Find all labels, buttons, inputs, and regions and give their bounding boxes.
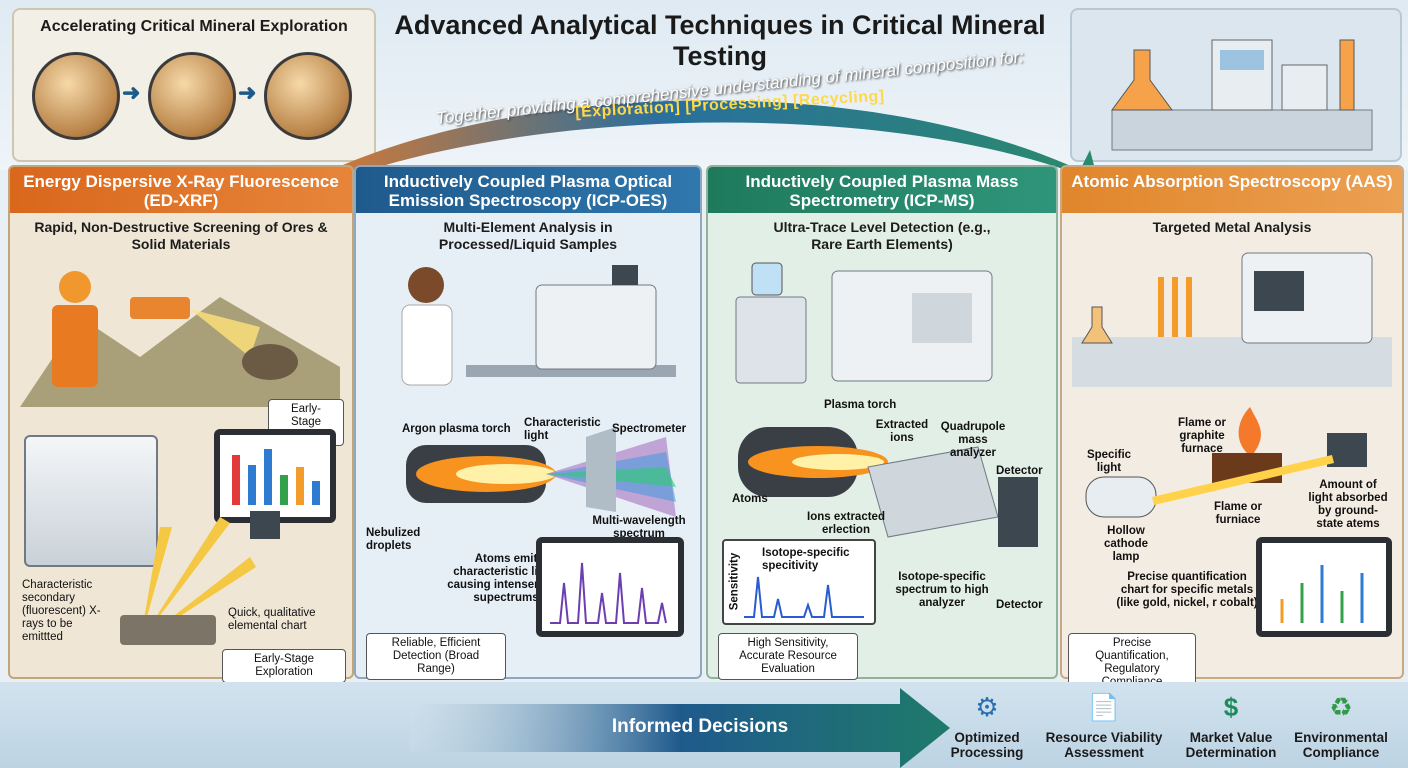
scientist-icp-oes-illustration [401,265,676,386]
isotope-specific-label: Isotope-specific specitivity [762,547,850,572]
outcome-label: Environmental Compliance [1294,730,1388,760]
metal-quantification-chart [1280,565,1364,623]
column-ed-xrf: Energy Dispersive X-Ray Fluorescence (ED… [8,165,354,683]
absorbed-light-label: Amount of light absorbed by ground-state… [1308,479,1388,530]
column-header: Inductively Coupled Plasma Optical Emiss… [356,167,700,213]
atoms-label: Atoms [732,493,768,505]
column-icp-ms: Inductively Coupled Plasma Mass Spectrom… [706,165,1058,680]
icp-ms-instrument-illustration [735,262,993,384]
arrow-right-icon: ➜ [122,80,141,105]
nebulized-droplets-label: Nebulized droplets [366,527,421,552]
spectrum-monitor [536,537,684,637]
hand-dollar-icon: $ [1223,691,1239,722]
laboratory-illustration [1070,8,1402,162]
outcome-label: Optimized Processing [950,730,1024,760]
isotope-spectrum-panel: Sensitivity Isotope-specific specitivity [722,539,876,625]
quantification-chart-label: Precise quantification chart for specifi… [1116,571,1258,609]
outcome-market-value: $ Market Value Determination [1176,686,1286,761]
plasma-torch-label: Plasma torch [824,399,897,411]
gear-icon: ⚙ [975,691,999,722]
elemental-bar-chart [232,449,320,505]
detector-top-label: Detector [996,465,1043,477]
rock-sample [120,615,216,645]
rock-sampling-illustration [148,52,236,140]
outcome-resource-viability: 📄 Resource Viability Assessment [1044,686,1164,761]
hollow-cathode-lamp-label: Hollow cathode lamp [1103,525,1149,563]
column-subtitle: Multi-Element Analysis in Processed/Liqu… [438,219,618,252]
atoms-emit-label: Atoms emit characteristic light, causing… [447,553,565,604]
column-icp-oes: Inductively Coupled Plasma Optical Emiss… [354,165,702,680]
outcome-optimized-processing: ⚙ Optimized Processing [932,686,1042,761]
sensitivity-axis-label: Sensitivity [728,552,741,611]
ions-extracted-label: Ions extracted erlection [807,511,885,536]
document-dollar-icon: 📄 [1087,691,1121,722]
column-subtitle: Targeted Metal Analysis [1152,219,1312,235]
aas-light-path-diagram [1085,407,1367,518]
informed-decisions-label: Informed Decisions [611,716,789,737]
column-header: Atomic Absorption Spectroscopy (AAS) [1062,167,1402,213]
secondary-xray-label: Characteristic secondary (fluorescent) X… [22,579,101,643]
informed-decisions-arrow [410,688,950,768]
ore-sample-illustration [264,52,352,140]
flame-furnace-label: Flame or graphite furnace [1178,417,1226,455]
column-header: Energy Dispersive X-Ray Fluorescence (ED… [10,167,352,213]
aas-lab-illustration [1072,252,1392,387]
qualitative-chart-label: Quick, qualitative elemental chart [228,607,316,632]
recycle-leaf-icon: ♻ [1329,691,1353,722]
composition-ribbon-arrow [300,100,1100,188]
xrf-chart-monitor [214,429,336,523]
hard-hat-icon [59,271,91,303]
exploration-panel: Accelerating Critical Mineral Exploratio… [12,8,376,162]
specific-light-label: Specific light [1086,449,1132,474]
drilling-rig-illustration [32,52,120,140]
outcome-label: Market Value Determination [1185,730,1277,760]
column-footer: Early-Stage Exploration [222,649,346,683]
column-footer: High Sensitivity, Accurate Resource Eval… [718,633,858,680]
quadrupole-label: Quadrupole mass analyzer [940,421,1006,459]
outcome-environmental-compliance: ♻ Environmental Compliance [1286,686,1396,761]
emission-spectrum-chart [550,562,667,624]
column-aas: Atomic Absorption Spectroscopy (AAS) Tar… [1060,165,1404,693]
field-worker-xrf-illustration [20,271,340,407]
page-title: Advanced Analytical Techniques in Critic… [394,10,1046,71]
ion-path-diagram [738,427,1038,547]
column-footer: Reliable, Efficient Detection (Broad Ran… [366,633,506,680]
arrow-right-icon: ➜ [238,80,257,105]
lab-equipment-graphic [1111,39,1373,151]
xrf-benchtop-analyzer [24,435,158,567]
column-subtitle: Rapid, Non-Destructive Screening of Ores… [34,219,328,252]
spectrometer-label: Spectrometer [612,423,687,435]
aas-chart-monitor [1256,537,1392,637]
extracted-ions-label: Extracted ions [875,419,929,444]
outcome-label: Resource Viability Assessment [1045,730,1163,760]
plasma-torch-spectrometer-diagram [406,427,676,517]
isotope-peaks-chart [744,576,864,618]
flame-furniace-label: Flame or furniace [1214,501,1262,526]
exploration-panel-title: Accelerating Critical Mineral Exploratio… [40,18,348,35]
characteristic-light-label: Characteristic light [524,417,601,442]
detector-bottom-label: Detector [996,599,1043,611]
argon-torch-label: Argon plasma torch [402,423,511,435]
column-header: Inductively Coupled Plasma Mass Spectrom… [708,167,1056,213]
isotope-spectrum-label: Isotope-specific spectrum to high analyz… [895,571,989,609]
column-subtitle: Ultra-Trace Level Detection (e.g., Rare … [773,219,991,252]
